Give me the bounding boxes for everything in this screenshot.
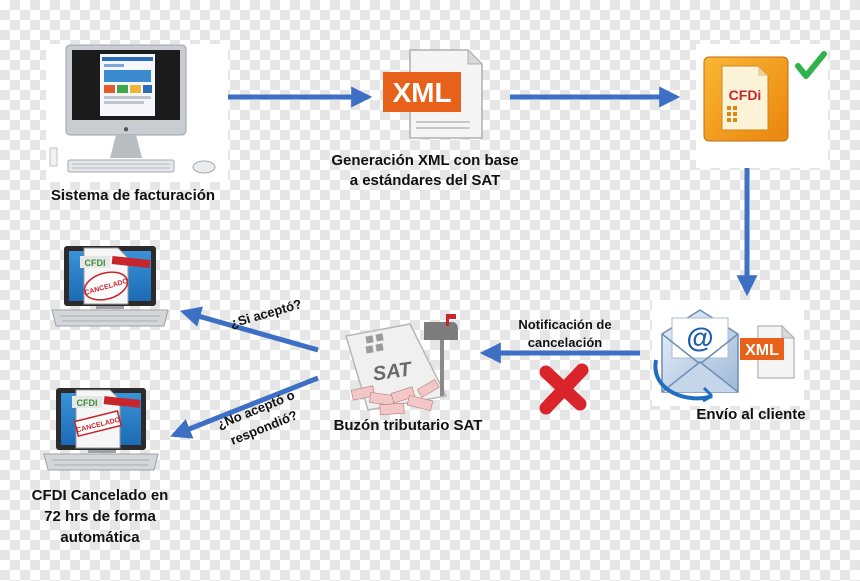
label-cancelled-line3: automática	[60, 529, 140, 546]
label-xml-generation-line1: Generación XML con base	[331, 152, 519, 169]
label-billing-system: Sistema de facturación	[50, 187, 216, 204]
red-cross-icon	[539, 363, 589, 415]
svg-text:@: @	[686, 322, 713, 353]
sat-mailbox-icon: SAT	[345, 314, 458, 416]
arrow-mailbox-to-accepted	[179, 306, 319, 353]
laptop-cfdi-text-1: CFDI	[85, 258, 106, 268]
email-xml-text: XML	[745, 342, 779, 359]
laptop-cfdi-text-2: CFDI	[77, 398, 98, 408]
cfdi-doc-text: CFDi	[729, 87, 762, 103]
label-notification-line1: Notificación de	[518, 317, 612, 332]
email-xml-icon: XML	[740, 324, 796, 379]
laptop-cancelled-icon: CFDI CANCELADO	[43, 388, 159, 471]
xml-document-icon: XML	[383, 48, 484, 139]
arrow-mailbox-to-cancelled	[170, 375, 319, 439]
label-notification-line2: cancelación	[527, 335, 603, 350]
label-xml-generation-line2: a estándares del SAT	[349, 172, 501, 189]
label-cancelled-line1: CFDI Cancelado en	[31, 487, 169, 504]
svg-text:●: ●	[123, 124, 129, 135]
desktop-computer-icon: ●	[46, 44, 228, 182]
laptop-accepted-icon: CFDI CANCELADO	[51, 246, 169, 327]
check-icon	[795, 51, 827, 79]
cfdi-document-icon: CFDi	[696, 44, 828, 168]
xml-doc-text: XML	[392, 77, 451, 108]
label-tax-mailbox: Buzón tributario SAT	[333, 417, 483, 434]
label-send-client: Envío al cliente	[696, 406, 806, 423]
label-cancelled-line2: 72 hrs de forma	[44, 508, 156, 525]
